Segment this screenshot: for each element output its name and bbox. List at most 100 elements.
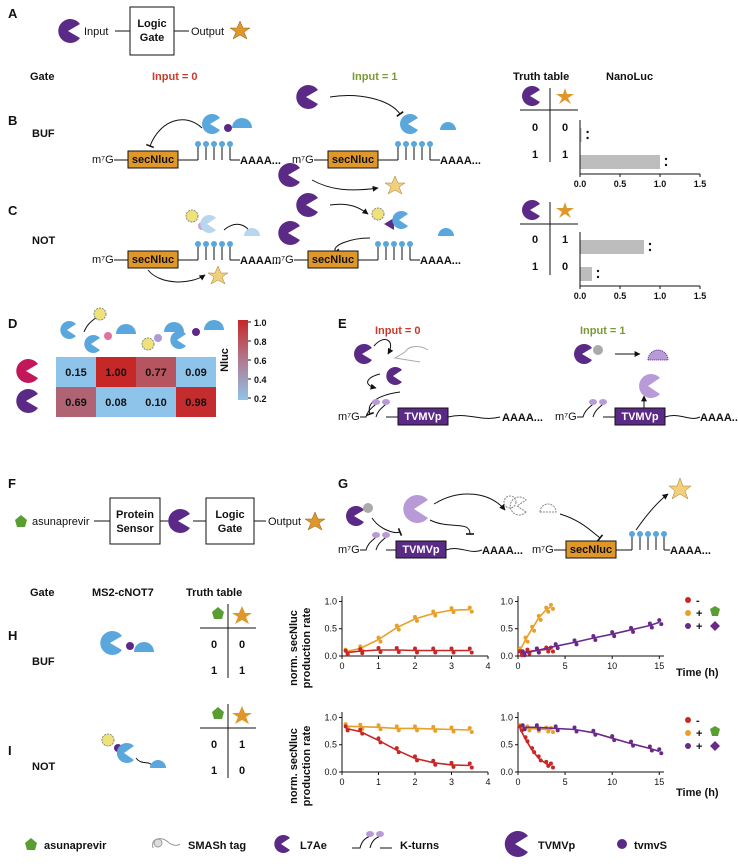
data-point (548, 761, 553, 766)
bar-tick-label: 1.0 (654, 291, 667, 301)
data-point (647, 621, 652, 626)
sensor-line2: Sensor (116, 523, 154, 535)
polya-label: AAAA... (240, 155, 281, 167)
data-point (451, 610, 456, 615)
secnluc-label: secNluc (332, 154, 374, 166)
header-input1: Input = 1 (352, 71, 398, 83)
legend-marker (685, 717, 691, 723)
header-input0: Input = 0 (152, 71, 198, 83)
bar-tick-label: 0.5 (614, 291, 627, 301)
data-point (530, 746, 535, 751)
nluc-star-icon (229, 20, 251, 40)
data-point (519, 653, 524, 658)
data-point (451, 729, 456, 734)
secnluc-label: secNluc (132, 254, 174, 266)
secnluc-label: secNluc (132, 154, 174, 166)
x-tick-label: 10 (607, 777, 617, 787)
data-point (525, 739, 530, 744)
truth-cell: 0 (211, 639, 217, 651)
cap-label: m⁷G (338, 544, 360, 556)
bar-dot (648, 242, 652, 246)
legend-text: - (696, 595, 700, 607)
xlabel-i: Time (h) (676, 787, 719, 799)
output-label: Output (268, 516, 301, 528)
data-point (659, 622, 664, 627)
legend-marker (685, 597, 691, 603)
data-point (534, 646, 539, 651)
data-point (469, 609, 474, 614)
h-gate-header: Gate (30, 587, 54, 599)
panel-label-c: C (8, 203, 18, 218)
data-point (378, 727, 383, 732)
truth-table-c: 0 1 1 0 (520, 200, 578, 275)
data-point (546, 609, 551, 614)
data-point (413, 724, 417, 729)
tvmvs-icon (617, 839, 627, 849)
data-point (659, 751, 664, 756)
colorbar (238, 320, 248, 400)
data-point (657, 747, 662, 752)
gate-line1: Logic (215, 509, 244, 521)
y-tick-label: 0.5 (500, 624, 513, 634)
tvmvp-label: TVMVp (402, 544, 440, 556)
y-tick-label: 1.0 (500, 712, 513, 722)
panel-a: Input Logic Gate Output (58, 6, 251, 56)
data-point (525, 639, 530, 644)
x-tick-label: 4 (485, 661, 490, 671)
data-point (538, 617, 543, 622)
legend-tvmvs: tvmvS (634, 840, 667, 852)
legend-smash: SMASh tag (188, 840, 246, 852)
header-truth: Truth table (513, 71, 569, 83)
bar-tick-label: 0.0 (574, 179, 587, 189)
y-tick-label: 0.5 (500, 740, 513, 750)
data-point (546, 729, 551, 734)
series-line (522, 621, 660, 655)
colorbar-tick-label: 1.0 (254, 318, 267, 328)
data-point (629, 625, 634, 630)
x-tick-label: 4 (485, 777, 490, 787)
data-point (396, 627, 401, 632)
ylabel-i-2: production rate (301, 726, 313, 807)
legend-text: + (696, 621, 702, 633)
data-point (612, 634, 617, 639)
series-line (522, 726, 660, 753)
k-turn-icon (352, 835, 392, 849)
tvmvp-icon (58, 19, 80, 43)
data-point (396, 650, 401, 654)
truth-table-h: 0 0 1 1 (200, 604, 256, 678)
data-point (532, 628, 537, 633)
data-point (415, 618, 419, 623)
tvmvs-diamond-icon (710, 741, 720, 751)
data-point (467, 726, 472, 730)
x-tick-label: 2 (412, 777, 417, 787)
panel-d-decor (60, 307, 224, 353)
data-point (574, 642, 579, 647)
data-point (433, 650, 438, 655)
h-truth-header: Truth table (186, 587, 242, 599)
data-point (433, 613, 438, 618)
legend-h: -++ (685, 595, 720, 633)
data-point (378, 639, 383, 644)
data-point (546, 763, 551, 768)
data-point (544, 605, 549, 610)
gate-line2: Gate (218, 523, 242, 535)
data-point (376, 723, 381, 728)
data-point (536, 727, 541, 732)
cap-label: m⁷G (272, 254, 294, 266)
data-point (610, 630, 615, 635)
tvmvs-diamond-icon (710, 621, 720, 631)
i-gate: NOT (32, 761, 56, 773)
data-point (527, 728, 532, 733)
bar-dot (664, 163, 668, 167)
tvmvp-icon (168, 508, 190, 533)
heatmap-cell (176, 357, 216, 387)
data-point (631, 743, 636, 748)
construct-b1: m⁷G secNluc AAAA... (278, 85, 481, 195)
data-point (413, 614, 417, 619)
data-point (376, 646, 381, 650)
y-tick-label: 1.0 (500, 596, 513, 606)
data-point (647, 744, 652, 749)
y-tick-label: 0.5 (324, 740, 337, 750)
data-point (449, 646, 454, 651)
